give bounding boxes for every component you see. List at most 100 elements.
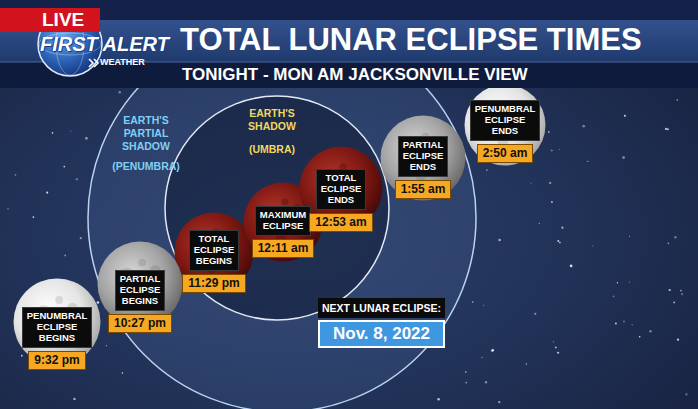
star (15, 174, 17, 176)
star (63, 166, 65, 168)
star (21, 355, 23, 357)
star (52, 132, 54, 134)
star (629, 281, 630, 282)
star (668, 242, 670, 244)
star (613, 296, 615, 298)
star (85, 137, 88, 140)
title-band (0, 20, 698, 62)
star (557, 352, 559, 354)
star (551, 149, 553, 151)
star (587, 161, 588, 162)
star (561, 227, 563, 229)
phase-time: 12:11 am (252, 239, 315, 258)
star (70, 131, 71, 132)
star (685, 393, 688, 396)
star (615, 323, 617, 325)
next-eclipse-date: Nov. 8, 2022 (318, 320, 445, 348)
region-label: (PENUMBRA) (112, 160, 180, 173)
star (649, 330, 651, 332)
star (570, 265, 573, 268)
star (622, 156, 625, 159)
star (97, 301, 100, 304)
star (557, 240, 559, 242)
star (437, 398, 439, 400)
star (498, 239, 500, 241)
phase-label: MAXIMUM ECLIPSE (255, 206, 311, 236)
star (534, 313, 536, 315)
star (465, 382, 467, 384)
region-label: (UMBRA) (249, 143, 295, 156)
umbra-region: EARTH'S SHADOW (UMBRA) TOTAL ECLIPSE BEGIN… (164, 95, 390, 321)
star (629, 236, 630, 237)
star (674, 236, 676, 238)
star (639, 336, 641, 338)
star (491, 350, 493, 352)
moon-disc (381, 116, 466, 201)
moon-crater (55, 296, 63, 304)
star (472, 301, 473, 302)
phase-label: PARTIAL ECLIPSE ENDS (398, 136, 449, 177)
shadow-outline (165, 96, 389, 320)
moon-crater (138, 259, 146, 267)
phase-label: PARTIAL ECLIPSE BEGINS (115, 270, 166, 311)
star (681, 293, 683, 295)
star (669, 289, 671, 291)
star (623, 320, 625, 322)
live-badge: LIVE (0, 8, 100, 32)
moon-disc (465, 85, 546, 166)
star (525, 363, 527, 365)
star (122, 372, 124, 374)
star (119, 91, 121, 93)
star (559, 149, 560, 150)
star (592, 245, 594, 247)
next-eclipse-heading: NEXT LUNAR ECLIPSE: (318, 298, 445, 318)
star (680, 290, 682, 292)
star (492, 349, 494, 351)
star (498, 401, 500, 403)
phase-label: TOTAL ECLIPSE BEGINS (189, 230, 240, 271)
star (559, 242, 561, 244)
star (539, 223, 540, 224)
logo-chevrons (89, 59, 98, 67)
star (80, 237, 82, 239)
phase-time: 11:29 pm (182, 274, 245, 293)
star (73, 398, 75, 400)
region-label: EARTH'S PARTIAL SHADOW (122, 114, 170, 153)
phase-time: 1:55 am (395, 180, 452, 199)
star (553, 341, 554, 342)
logo-subword: WEATHER (100, 57, 145, 68)
star (106, 345, 107, 346)
star (46, 192, 48, 194)
region-label: EARTH'S SHADOW (248, 107, 296, 133)
eclipse-phase: PENUMBRAL ECLIPSE BEGINS9:32 pm (7, 307, 107, 370)
star (7, 208, 9, 210)
star (673, 301, 675, 303)
star (465, 371, 467, 373)
phase-label: PENUMBRAL ECLIPSE ENDS (470, 100, 541, 141)
star (677, 339, 679, 341)
header-ground (0, 0, 698, 88)
subtitle: TONIGHT - MON AM JACKSONVILLE VIEW (182, 64, 528, 86)
next-eclipse-box: NEXT LUNAR ECLIPSE:Nov. 8, 2022 (318, 298, 445, 348)
star (486, 169, 488, 171)
star (33, 216, 35, 218)
star (665, 128, 667, 130)
star (617, 282, 618, 283)
phase-label: PENUMBRAL ECLIPSE BEGINS (22, 307, 93, 348)
eclipse-phase: PENUMBRAL ECLIPSE ENDS 2:50 am (455, 100, 555, 163)
moon-crater (281, 198, 288, 205)
phase-time: 12:53 am (309, 213, 372, 232)
star (485, 381, 487, 383)
phase-time: 10:27 pm (108, 314, 172, 333)
star (632, 324, 633, 325)
eclipse-phase: PARTIAL ECLIPSE BEGINS 10:27 pm (90, 270, 190, 333)
star (676, 99, 678, 101)
eclipse-phase: PARTIAL ECLIPSE ENDS 1:55 am (373, 136, 473, 199)
phase-time: 2:50 am (477, 144, 534, 163)
star (555, 346, 557, 348)
title: TOTAL LUNAR ECLIPSE TIMES (180, 22, 642, 58)
region-label-anchor: (UMBRA) (212, 143, 332, 156)
star (548, 131, 550, 133)
region-label-anchor: EARTH'S SHADOW (212, 107, 332, 133)
star (530, 183, 531, 184)
